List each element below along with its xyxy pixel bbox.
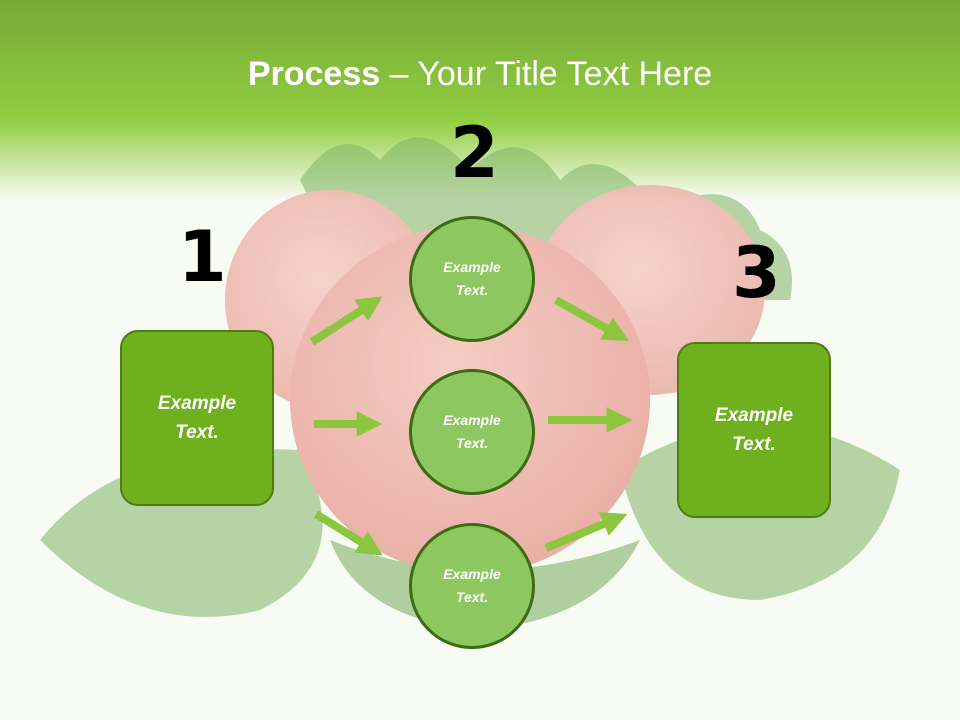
title-bold: Process	[247, 55, 381, 93]
step-number-3: 3	[732, 232, 781, 314]
step-number-1: 1	[178, 216, 227, 298]
title-rest: – Your Title Text Here	[380, 55, 713, 93]
left-process-box: Example Text.	[120, 330, 274, 506]
step-number-2: 2	[450, 112, 499, 194]
circle-bottom: Example Text.	[409, 523, 535, 649]
circle-top-text: Example Text.	[443, 259, 501, 298]
arrow-box1-to-circle-bottom	[313, 510, 383, 556]
right-box-text: Example Text.	[714, 405, 794, 455]
arrow-box1-to-circle-top	[309, 296, 383, 346]
arrow-circle-top-to-box3	[554, 296, 629, 342]
arrow-circle-bottom-to-box3	[544, 512, 628, 552]
left-box-text: Example Text.	[157, 393, 237, 443]
right-process-box: Example Text.	[677, 342, 831, 518]
circle-middle-text: Example Text.	[443, 412, 501, 451]
circle-top: Example Text.	[409, 216, 535, 342]
slide-title: Process – Your Title Text Here	[0, 52, 960, 96]
circle-middle: Example Text.	[409, 369, 535, 495]
circle-bottom-text: Example Text.	[443, 566, 501, 605]
